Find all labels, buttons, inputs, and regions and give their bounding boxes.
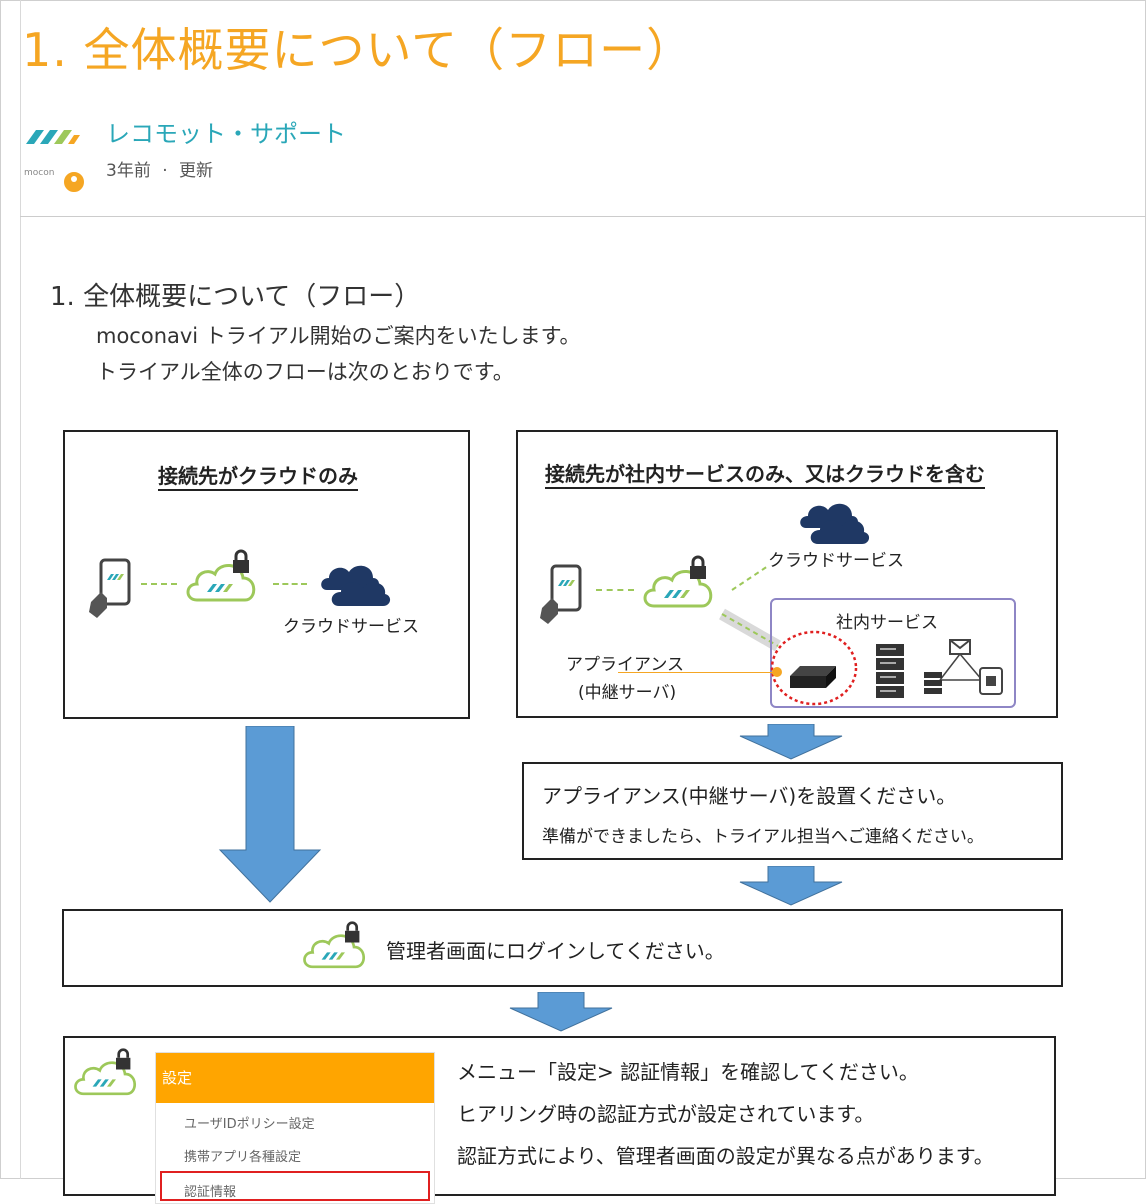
settings-step-line-2: ヒアリング時の認証方式が設定されています。 [457,1102,875,1126]
appliance-sub-label: (中継サーバ) [578,683,677,703]
smartphone-hand-icon [87,558,135,622]
cloud-service-icon [796,498,872,546]
secure-cloud-icon [300,919,372,975]
user-badge-icon [62,170,86,194]
updated-label: 更新 [179,161,214,181]
internal-service-zone [770,598,1016,708]
secure-cloud-icon [71,1046,143,1102]
author-name-link[interactable]: レコモット・サポート [106,120,346,148]
connector-line [596,589,634,591]
diagonal-connectors [718,562,798,662]
section-heading: 1. 全体概要について（フロー） [50,282,421,312]
secure-cloud-icon [640,554,720,614]
intro-text-1: moconavi トライアル開始のご案内をいたします。 [96,324,581,348]
cloud-only-title: 接続先がクラウドのみ [158,464,358,488]
cloud-service-label: クラウドサービス [768,551,904,571]
author-row: mocon レコモット・サポート 3年前 · 更新 [24,112,424,194]
flow-arrow-down [738,724,844,760]
cloud-service-label: クラウドサービス [283,617,419,637]
content-border [20,0,21,1179]
appliance-step-line-1: アプライアンス(中継サーバ)を設置ください。 [542,784,957,808]
internal-service-box: 接続先が社内サービスのみ、又はクラウドを含む クラウドサービス 社内サービス [516,430,1058,718]
connector-line [141,583,177,585]
login-step-box: 管理者画面にログインしてください。 [62,909,1063,987]
smartphone-hand-icon [538,564,586,628]
appliance-icon [768,628,860,708]
menu-item-auth-info[interactable]: 認証情報 [160,1171,430,1201]
appliance-pointer-line [618,672,776,673]
internal-service-title: 接続先が社内サービスのみ、又はクラウドを含む [545,462,985,486]
settings-step-line-1: メニュー「設定> 認証情報」を確認してください。 [457,1060,919,1084]
menu-item-user-id-policy[interactable]: ユーザIDポリシー設定 [184,1117,315,1132]
moconavi-logo-icon [26,130,80,144]
appliance-label: アプライアンス [566,655,684,675]
settings-menu-screenshot: 設定 ユーザIDポリシー設定 携帯アプリ各種設定 認証情報 [155,1052,435,1204]
meta-separator: · [162,161,168,181]
logo-text: mocon [24,168,55,178]
settings-step-box: 設定 ユーザIDポリシー設定 携帯アプリ各種設定 認証情報 メニュー「設定> 認… [63,1036,1056,1204]
flow-arrow-down [508,992,614,1032]
appliance-pointer-dot [772,667,782,677]
appliance-step-box: アプライアンス(中継サーバ)を設置ください。 準備ができましたら、トライアル担当… [522,762,1063,860]
flow-arrow-down [738,866,844,906]
settings-step-line-3: 認証方式により、管理者画面の設定が異なる点があります。 [457,1144,994,1168]
article-meta: 3年前 · 更新 [106,156,219,181]
mail-network-icon [920,638,1010,698]
page-title: 1. 全体概要について（フロー） [22,23,694,77]
internal-service-label: 社内サービス [836,613,938,633]
cloud-service-icon [317,560,393,608]
settings-menu-header[interactable]: 設定 [156,1053,434,1103]
time-ago: 3年前 [106,161,151,181]
menu-item-mobile-app[interactable]: 携帯アプリ各種設定 [184,1150,302,1165]
appliance-step-line-2: 準備ができましたら、トライアル担当へご連絡ください。 [542,827,984,847]
secure-cloud-icon [183,548,263,608]
header-divider [20,216,1146,217]
connector-line [273,583,307,585]
flow-arrow-down [218,726,322,904]
server-icon [874,642,906,700]
intro-text-2: トライアル全体のフローは次のとおりです。 [96,360,514,384]
login-step-text: 管理者画面にログインしてください。 [386,939,725,963]
moconavi-logo-avatar[interactable]: mocon [24,122,86,194]
cloud-only-box: 接続先がクラウドのみ クラウドサービス [63,430,470,719]
